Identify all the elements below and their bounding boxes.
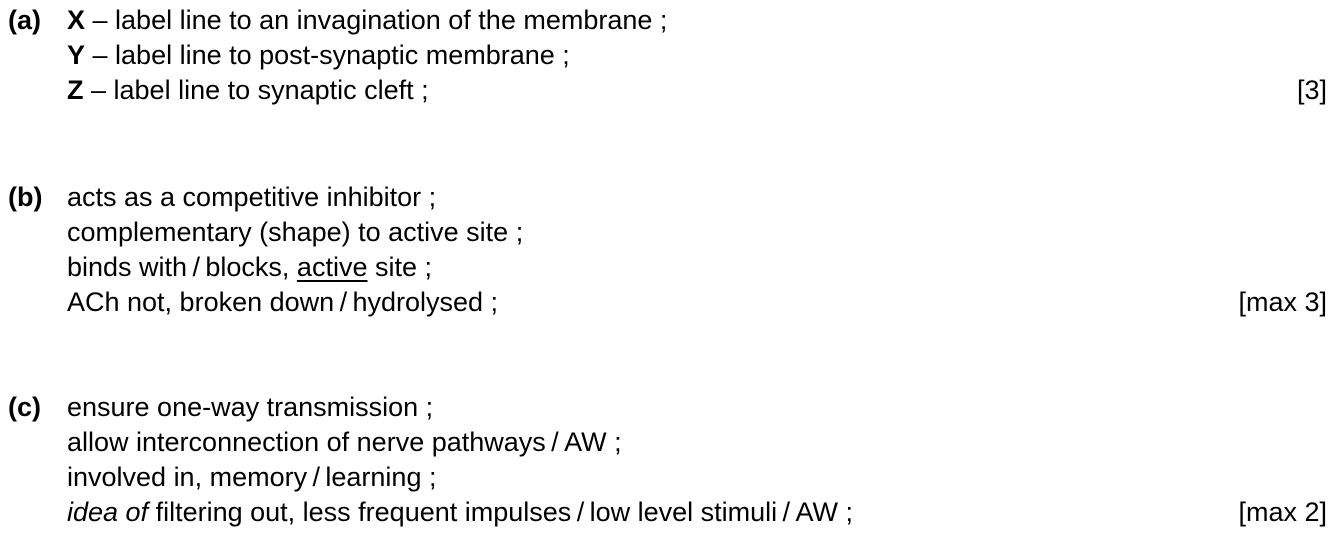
answer-text: ACh not, broken down / hydrolysed ; [67,287,499,317]
underlined-keyword: active [296,252,368,282]
answer-line: acts as a competitive inhibitor ; [67,180,436,215]
italic-qualifier: idea of [67,497,149,527]
answer-text: – label line to an invagination of the m… [85,5,668,35]
answer-text: ensure one-way transmission ; [67,392,434,422]
section-label: (c) [8,392,41,422]
answer-text: binds with / blocks, [67,252,297,282]
answer-text: involved in, memory / learning ; [67,462,437,492]
answer-line: ensure one-way transmission ; [67,390,433,425]
answer-line: complementary (shape) to active site ; [67,215,523,250]
section-label: (b) [8,182,43,212]
label-key: Y [67,40,86,70]
answer-line: involved in, memory / learning ; [67,460,436,495]
answer-text: site ; [367,252,432,282]
section-label: (a) [8,5,41,35]
answer-text: – label line to post-synaptic membrane ; [85,40,570,70]
mark-allocation: [3] [1296,75,1327,105]
answer-text: allow interconnection of nerve pathways … [67,427,622,457]
answer-line: Z – label line to synaptic cleft ; [67,73,429,108]
answer-line: binds with / blocks, active site ; [67,250,432,285]
answer-text: – label line to synaptic cleft ; [83,75,429,105]
answer-line: ACh not, broken down / hydrolysed ; [67,285,498,320]
label-key: Z [67,75,84,105]
answer-text: acts as a competitive inhibitor ; [67,182,437,212]
answer-line: allow interconnection of nerve pathways … [67,425,622,460]
mark-allocation: [max 3] [1238,287,1327,317]
answer-line: X – label line to an invagination of the… [67,3,667,38]
answer-line: Y – label line to post-synaptic membrane… [67,38,570,73]
mark-allocation: [max 2] [1238,497,1327,527]
answer-line: idea of filtering out, less frequent imp… [67,495,853,530]
answer-text: filtering out, less frequent impulses / … [148,497,853,527]
answer-text: complementary (shape) to active site ; [67,217,524,247]
label-key: X [67,5,86,35]
